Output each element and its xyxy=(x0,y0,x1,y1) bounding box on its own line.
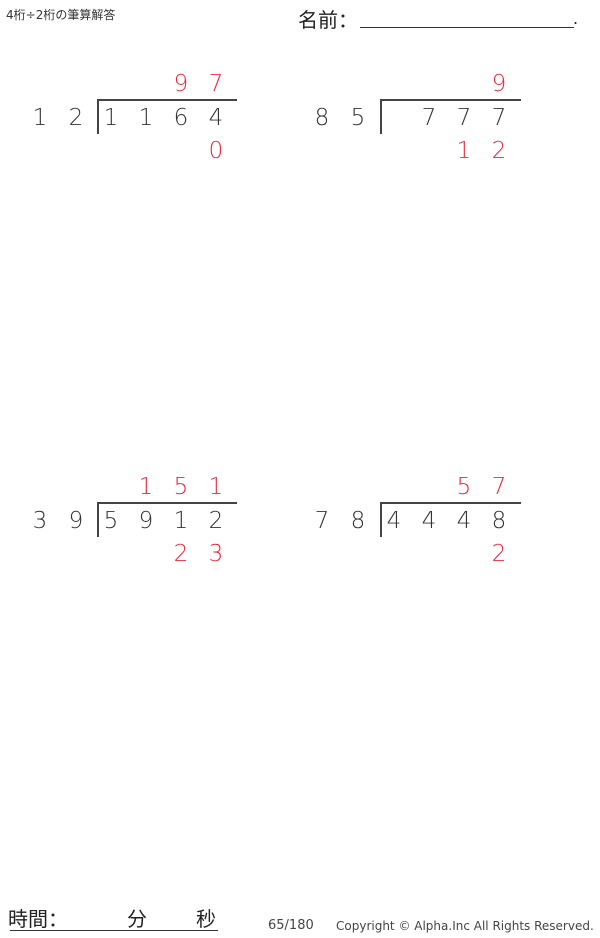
dividend-digit: 7 xyxy=(456,105,472,131)
division-bar xyxy=(97,99,237,101)
divisor-digit: 5 xyxy=(350,105,366,131)
division-problem-2: 9 8 5 7 7 7 1 2 xyxy=(0,70,521,170)
quotient-digit: 9 xyxy=(491,71,507,97)
dividend-digit: 8 xyxy=(491,508,507,534)
minutes-label: 分 xyxy=(127,907,147,931)
division-bracket xyxy=(97,502,99,537)
dividend-digit: 4 xyxy=(421,508,437,534)
quotient-digit: 5 xyxy=(173,474,189,500)
remainder-digit: 2 xyxy=(491,138,507,164)
quotient-digit: 1 xyxy=(208,474,224,500)
division-problem-3: 1 5 1 3 9 5 9 1 2 2 3 xyxy=(0,473,260,573)
time-underline xyxy=(10,930,218,931)
quotient-digit: 1 xyxy=(138,474,154,500)
dividend-digit: 9 xyxy=(138,508,154,534)
quotient-digit: 9 xyxy=(173,71,189,97)
dividend-digit: 4 xyxy=(456,508,472,534)
quotient-digit: 5 xyxy=(456,474,472,500)
division-bar xyxy=(380,99,521,101)
divisor-digit: 1 xyxy=(32,105,48,131)
remainder-digit: 0 xyxy=(208,138,224,164)
division-problem-1: 9 7 1 2 1 1 6 4 0 xyxy=(0,70,260,170)
dividend-digit: 7 xyxy=(421,105,437,131)
remainder-digit: 2 xyxy=(491,541,507,567)
worksheet-title: 4桁÷2桁の筆算解答 xyxy=(6,8,116,22)
divisor-digit: 7 xyxy=(314,508,330,534)
remainder-digit: 3 xyxy=(208,541,224,567)
division-bracket xyxy=(380,99,382,134)
divisor-digit: 3 xyxy=(32,508,48,534)
name-input-line[interactable] xyxy=(360,27,574,28)
dividend-digit: 5 xyxy=(103,508,119,534)
division-problem-4: 5 7 7 8 4 4 4 8 2 xyxy=(0,473,521,573)
dividend-digit: 4 xyxy=(208,105,224,131)
quotient-digit: 7 xyxy=(491,474,507,500)
page-number: 65/180 xyxy=(268,918,314,933)
dividend-digit: 1 xyxy=(103,105,119,131)
remainder-digit: 2 xyxy=(173,541,189,567)
dividend-digit: 1 xyxy=(138,105,154,131)
quotient-digit: 7 xyxy=(208,71,224,97)
dividend-digit: 1 xyxy=(173,508,189,534)
division-bracket xyxy=(380,502,382,537)
copyright-notice: Copyright © Alpha.Inc All Rights Reserve… xyxy=(336,919,594,933)
name-label: 名前： xyxy=(298,8,358,32)
divisor-digit: 2 xyxy=(68,105,84,131)
division-bracket xyxy=(97,99,99,134)
dividend-digit: 7 xyxy=(491,105,507,131)
divisor-digit: 9 xyxy=(68,508,84,534)
divisor-digit: 8 xyxy=(314,105,330,131)
division-bar xyxy=(380,502,521,504)
remainder-digit: 1 xyxy=(456,138,472,164)
dividend-digit: 6 xyxy=(173,105,189,131)
seconds-label: 秒 xyxy=(196,907,216,931)
time-label: 時間： xyxy=(8,907,68,931)
division-bar xyxy=(97,502,237,504)
name-line-end: . xyxy=(573,9,579,28)
dividend-digit: 2 xyxy=(208,508,224,534)
divisor-digit: 8 xyxy=(350,508,366,534)
dividend-digit: 4 xyxy=(386,508,402,534)
